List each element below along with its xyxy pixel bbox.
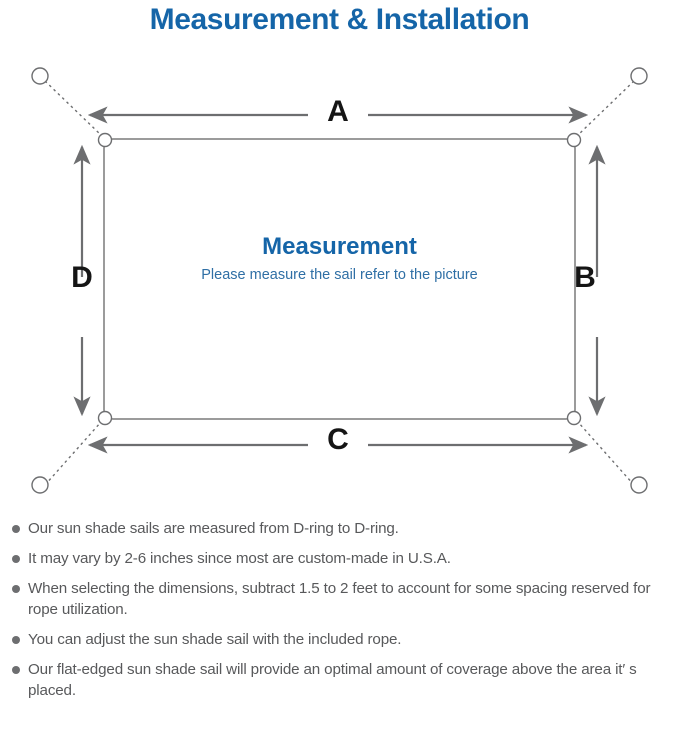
sail-panel [103, 138, 576, 420]
dimension-label-b: B [574, 261, 596, 294]
bullet-icon [12, 555, 20, 563]
list-item: It may vary by 2-6 inches since most are… [0, 548, 679, 569]
rope-line-bottom-right [577, 421, 635, 486]
list-item: Our sun shade sails are measured from D-… [0, 518, 679, 539]
dimension-label-c: C [327, 423, 349, 456]
anchor-bottom-left-icon [31, 476, 49, 494]
note-text: When selecting the dimensions, subtract … [28, 580, 651, 618]
sail-diagram [31, 67, 648, 494]
d-ring-top-right-icon [566, 132, 582, 148]
rope-line-bottom-left [44, 421, 102, 486]
anchor-bottom-right-icon [630, 476, 648, 494]
bullet-icon [12, 585, 20, 593]
list-item: You can adjust the sun shade sail with t… [0, 629, 679, 650]
notes-list: Our sun shade sails are measured from D-… [0, 518, 679, 710]
dimension-label-d: D [71, 261, 93, 294]
list-item: When selecting the dimensions, subtract … [0, 578, 679, 620]
rope-line-top-left [44, 80, 102, 136]
note-text: You can adjust the sun shade sail with t… [28, 631, 402, 648]
d-ring-top-left-icon [97, 132, 113, 148]
list-item: Our flat-edged sun shade sail will provi… [0, 659, 679, 701]
anchor-top-right-icon [630, 67, 648, 85]
bullet-icon [12, 636, 20, 644]
note-text: Our flat-edged sun shade sail will provi… [28, 661, 637, 699]
anchor-top-left-icon [31, 67, 49, 85]
page-title: Measurement & Installation [149, 3, 530, 36]
d-ring-bottom-left-icon [97, 410, 113, 426]
bullet-icon [12, 666, 20, 674]
rope-line-top-right [577, 80, 635, 136]
note-text: Our sun shade sails are measured from D-… [28, 520, 399, 537]
dimension-label-a: A [327, 95, 349, 128]
bullet-icon [12, 525, 20, 533]
d-ring-bottom-right-icon [566, 410, 582, 426]
note-text: It may vary by 2-6 inches since most are… [28, 550, 451, 567]
